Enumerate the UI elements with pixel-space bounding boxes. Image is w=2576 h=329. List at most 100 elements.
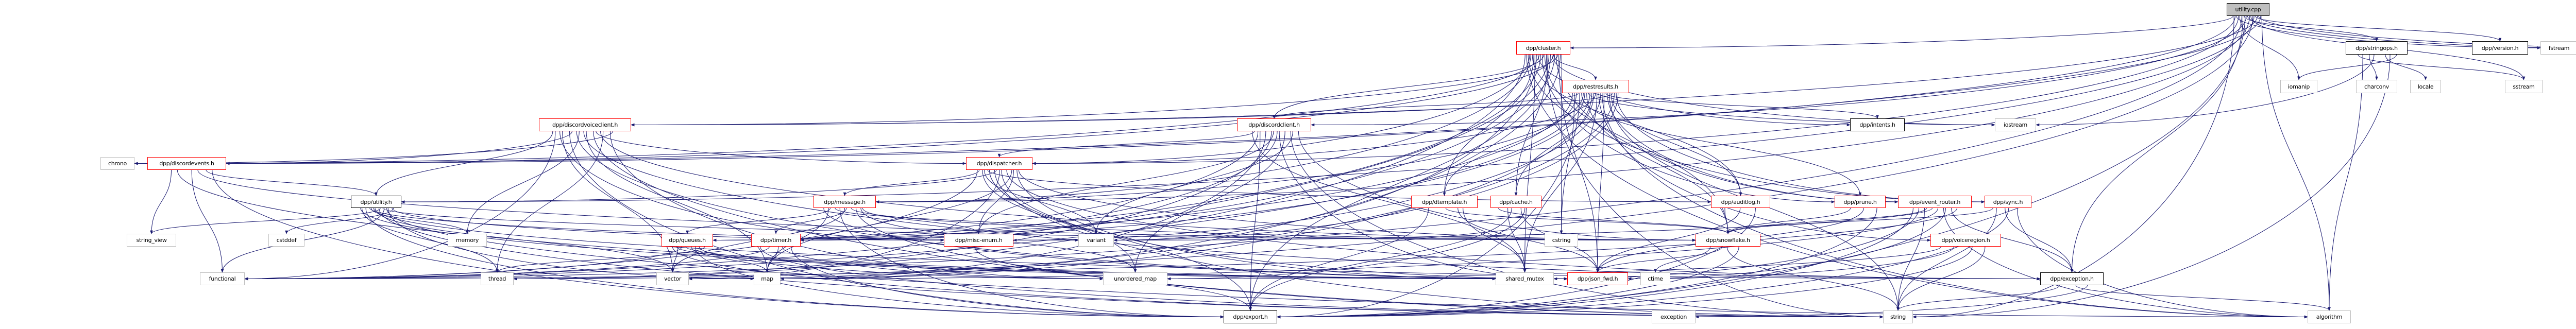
edge-dispatcher-to-unordered-map [982, 169, 1137, 273]
edge-sync-to-snowflake [1726, 207, 1993, 234]
edge-discordvoiceclient-to-export [569, 131, 1224, 319]
edge-utility-cpp-to-thread [513, 15, 2253, 281]
graph-node-misc-enum[interactable]: dpp/misc-enum.h [944, 234, 1013, 247]
edge-cache-to-unordered-map [1167, 207, 1526, 281]
graph-node-cache[interactable]: dpp/cache.h [1490, 196, 1541, 208]
edge-discordclient-to-unordered-map [1133, 131, 1285, 273]
graph-node-dispatcher[interactable]: dpp/dispatcher.h [966, 157, 1032, 170]
edge-utility-to-vector [375, 207, 674, 273]
edge-exception-h-to-algorithm [2075, 285, 2331, 311]
edge-utility-cpp-to-export [1277, 15, 2246, 319]
graph-node-iostream: iostream [1995, 118, 2036, 131]
graph-node-stringops[interactable]: dpp/stringops.h [2346, 41, 2408, 55]
edge-cluster-to-prune [1541, 54, 1835, 203]
edge-cluster-to-auditlog [1532, 54, 1742, 196]
edge-restresults-to-queues [713, 93, 1573, 242]
edge-restresults-to-export [1277, 93, 1580, 319]
edge-utility-cpp-to-algorithm [2261, 15, 2331, 311]
edge-discordclient-to-misc-enum [977, 131, 1274, 234]
graph-node-event-router[interactable]: dpp/event_router.h [1898, 196, 1972, 208]
edge-queues-to-unordered-map [699, 246, 1104, 281]
edge-cluster-to-sync [1528, 54, 1985, 203]
edge-utility-cpp-to-functional [244, 15, 2242, 281]
graph-node-dtemplate[interactable]: dpp/dtemplate.h [1411, 196, 1478, 208]
graph-node-discordevents[interactable]: dpp/discordevents.h [147, 157, 226, 170]
graph-node-utility[interactable]: dpp/utility.h [351, 196, 401, 208]
edge-restresults-to-vector [688, 93, 1615, 281]
graph-node-cstring: cstring [1545, 234, 1578, 247]
edge-exception-h-to-string [1896, 285, 2060, 311]
graph-node-string: string [1883, 310, 1913, 323]
edge-discordvoiceclient-to-dispatcher [596, 131, 967, 165]
edge-queues-to-functional [244, 246, 682, 281]
edge-discordclient-to-timer [800, 131, 1278, 242]
graph-node-restresults[interactable]: dpp/restresults.h [1562, 80, 1629, 93]
edge-sync-to-string [1896, 207, 1997, 311]
graph-node-export[interactable]: dpp/export.h [1224, 310, 1277, 323]
edge-restresults-to-event-router [1607, 93, 1899, 203]
edge-stringops-to-iostream [2036, 54, 2375, 127]
edge-cluster-to-message [875, 54, 1531, 203]
graph-node-voiceregion[interactable]: dpp/voiceregion.h [1930, 234, 2001, 247]
edge-queues-to-json-fwd [685, 246, 1568, 281]
graph-node-exception-h[interactable]: dpp/exception.h [2040, 272, 2104, 285]
edge-utility-cpp-to-cluster [1570, 15, 2233, 49]
edge-event-router-to-variant [1113, 207, 1933, 242]
edge-timer-to-unordered-map [782, 246, 1104, 281]
edge-cluster-to-string [1546, 54, 1884, 319]
graph-node-version[interactable]: dpp/version.h [2472, 41, 2528, 55]
graph-node-shared-mutex: shared_mutex [1496, 272, 1554, 285]
edge-discordvoiceclient-to-exception-h [583, 131, 2041, 281]
graph-node-map: map [754, 272, 781, 285]
graph-node-memory: memory [448, 234, 487, 247]
edge-dispatcher-to-message [843, 169, 980, 196]
graph-node-snowflake[interactable]: dpp/snowflake.h [1696, 234, 1760, 247]
edge-utility-cpp-to-utility [401, 15, 2255, 203]
edge-discordvoiceclient-to-misc-enum [560, 131, 944, 242]
edge-stringops-to-string [1912, 54, 2391, 319]
graph-node-cstddef: cstddef [268, 234, 304, 247]
edge-sync-to-algorithm [2016, 207, 2308, 319]
graph-node-prune[interactable]: dpp/prune.h [1835, 196, 1886, 208]
graph-node-json-fwd[interactable]: dpp/json_fwd.h [1567, 272, 1628, 285]
edge-stringops-to-charconv [2369, 54, 2378, 80]
edge-discordclient-to-shared-mutex [1252, 131, 1527, 273]
graph-node-message[interactable]: dpp/message.h [814, 196, 876, 208]
edge-event-router-to-json-fwd [1628, 207, 1946, 281]
graph-node-auditlog[interactable]: dpp/auditlog.h [1711, 196, 1770, 208]
edge-snowflake-to-ctime [1654, 246, 1711, 273]
graph-node-sync[interactable]: dpp/sync.h [1985, 196, 2031, 208]
edge-cache-to-snowflake [1498, 207, 1730, 234]
graph-node-cluster[interactable]: dpp/cluster.h [1516, 41, 1570, 55]
edge-queues-to-string [672, 246, 1884, 319]
edge-cluster-to-discordclient [1273, 54, 1544, 119]
edge-utility-cpp-to-dispatcher [1032, 15, 2239, 165]
edge-restresults-to-intents [1605, 93, 1879, 119]
edge-timer-to-export [791, 246, 1224, 319]
graph-node-timer[interactable]: dpp/timer.h [751, 234, 801, 247]
edge-restresults-to-iostream [1588, 93, 1995, 127]
edge-discordvoiceclient-to-snowflake [600, 131, 1696, 242]
edge-restresults-to-message [875, 93, 1584, 203]
edge-restresults-to-discordvoiceclient [631, 93, 1614, 127]
edge-utility-to-export [365, 207, 1224, 319]
graph-node-vector: vector [656, 272, 689, 285]
edge-utility-to-memory [370, 207, 469, 234]
edge-utility-cpp-to-chrono [134, 15, 2261, 165]
edge-discordevents-to-json-fwd [177, 169, 1568, 281]
edge-restresults-to-cache [1514, 93, 1594, 196]
graph-node-discordclient[interactable]: dpp/discordclient.h [1237, 118, 1311, 131]
edge-discordvoiceclient-to-json-fwd [576, 131, 1568, 281]
graph-node-queues[interactable]: dpp/queues.h [662, 234, 713, 247]
graph-node-charconv: charconv [2356, 80, 2397, 93]
edge-cluster-to-discordvoiceclient [631, 54, 1558, 127]
edge-cluster-to-restresults [1553, 54, 1597, 80]
graph-node-discordvoiceclient[interactable]: dpp/discordvoiceclient.h [539, 118, 631, 131]
graph-node-intents[interactable]: dpp/intents.h [1850, 118, 1905, 131]
edge-dtemplate-to-json-fwd [1458, 207, 1599, 273]
edge-dispatcher-to-auditlog [987, 169, 1711, 203]
edge-sync-to-exception-h [2005, 207, 2074, 273]
graph-node-functional: functional [200, 272, 245, 285]
edge-snowflake-to-json-fwd [1596, 246, 1723, 273]
